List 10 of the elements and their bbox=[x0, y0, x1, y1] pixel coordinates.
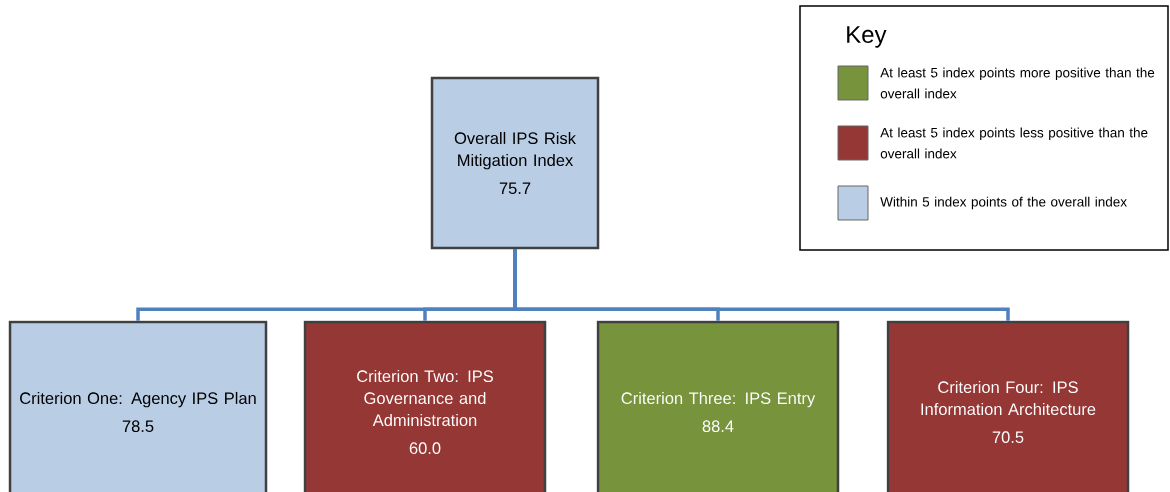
criterion-box: Criterion Four: IPS Information Architecture 70.5 bbox=[886, 320, 1130, 492]
legend-text: At least 5 index points less positive than the overall index bbox=[880, 127, 1148, 159]
criterion-box: Criterion Two: IPS Governance and Administration 60.0 bbox=[303, 320, 547, 492]
criterion-box: Criterion Three: IPS Entry 88.4 bbox=[596, 320, 840, 492]
index-box: Overall IPS Risk Mitigation Index 75.7 bbox=[430, 76, 600, 250]
legend-text: Within 5 index points of the overall index bbox=[880, 196, 1127, 210]
criterion-box: Criterion One: Agency IPS Plan 78.5 bbox=[8, 320, 268, 492]
connector-line bbox=[513, 249, 1010, 321]
legend-title: Key bbox=[847, 26, 887, 48]
legend-text: At least 5 index points more positive than the overall index bbox=[880, 67, 1155, 99]
